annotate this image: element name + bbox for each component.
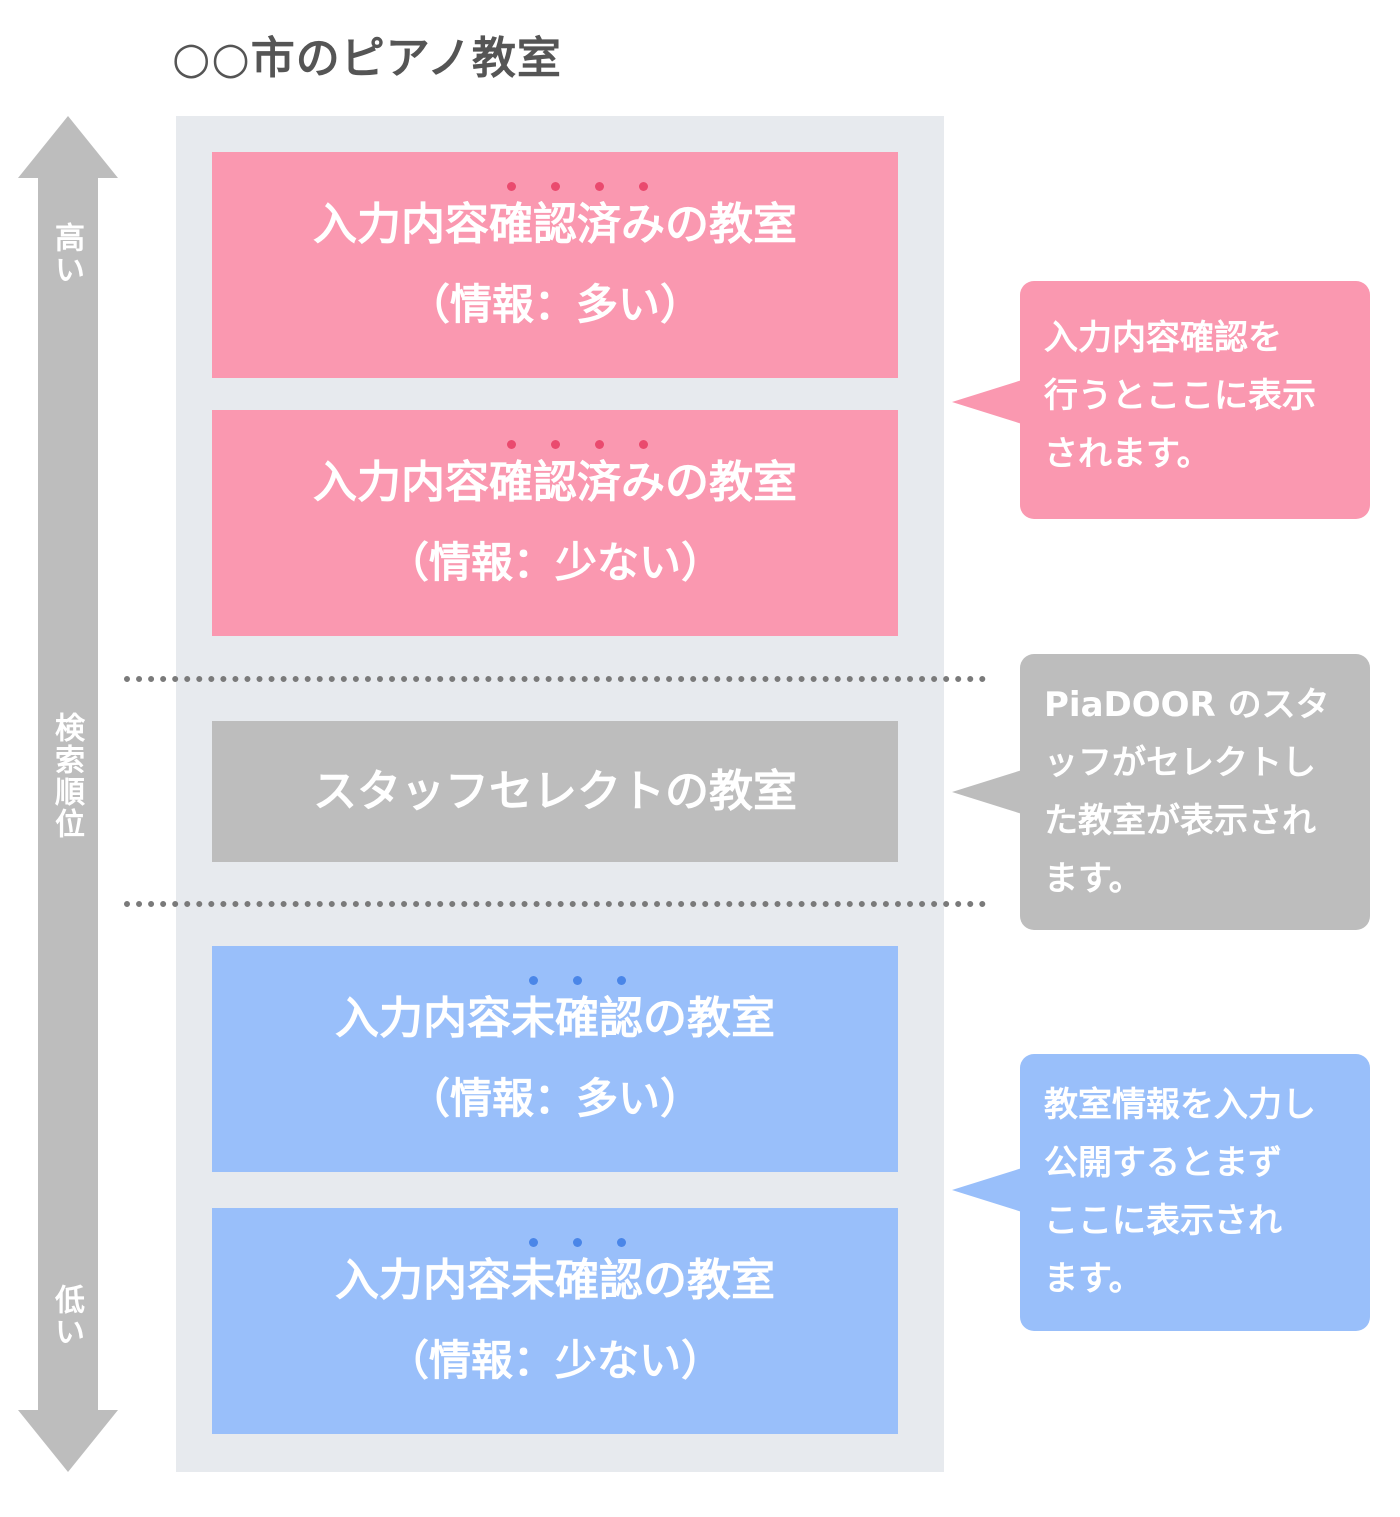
callout-tail-gray	[952, 770, 1022, 814]
axis-label-high: 高い	[49, 222, 84, 286]
box-heading: 入力内容確認済みの教室	[313, 440, 797, 512]
box-heading: 入力内容未確認の教室	[335, 1238, 775, 1310]
box-heading: 入力内容未確認の教室	[335, 976, 775, 1048]
callout-line: ます。	[1044, 1259, 1143, 1299]
callout-line: ッフがセレクトし	[1044, 743, 1316, 783]
page-title: ○○市のピアノ教室	[172, 33, 562, 84]
box-subheading: （情報：多い）	[407, 280, 702, 329]
box-subheading: （情報：多い）	[407, 1074, 702, 1123]
box-subheading: （情報：少ない）	[386, 1336, 723, 1385]
callout-confirmed: 入力内容確認を 行うとここに表示 されます。	[1020, 281, 1370, 519]
ranking-axis-arrow	[18, 116, 118, 1472]
callout-line: 教室情報を入力し	[1044, 1085, 1316, 1125]
result-box-unconfirmed-sparse: 入力内容未確認の教室 （情報：少ない）	[212, 1208, 898, 1434]
callout-tail-blue	[952, 1168, 1022, 1212]
callout-line: PiaDOOR のスタ	[1044, 685, 1330, 725]
box-subheading: （情報：少ない）	[386, 538, 723, 587]
result-box-unconfirmed-rich: 入力内容未確認の教室 （情報：多い）	[212, 946, 898, 1172]
axis-label-low: 低い	[49, 1284, 84, 1348]
callout-line: ます。	[1044, 859, 1143, 899]
divider-upper	[124, 676, 986, 682]
callout-line: た教室が表示され	[1044, 801, 1316, 841]
callout-line: されます。	[1044, 434, 1211, 474]
callout-unconfirmed: 教室情報を入力し 公開するとまず ここに表示され ます。	[1020, 1054, 1370, 1331]
callout-line: 行うとここに表示	[1044, 376, 1316, 416]
axis-label-ranking: 検索順位	[49, 712, 84, 840]
box-heading: スタッフセレクトの教室	[313, 765, 797, 817]
result-box-confirmed-sparse: 入力内容確認済みの教室 （情報：少ない）	[212, 410, 898, 636]
callout-line: 公開するとまず	[1044, 1143, 1282, 1183]
result-box-confirmed-rich: 入力内容確認済みの教室 （情報：多い）	[212, 152, 898, 378]
box-heading: 入力内容確認済みの教室	[313, 182, 797, 254]
callout-line: ここに表示され	[1044, 1201, 1282, 1241]
divider-lower	[124, 901, 986, 907]
result-box-staff-select: スタッフセレクトの教室	[212, 721, 898, 862]
callout-staff-select: PiaDOOR のスタ ッフがセレクトし た教室が表示され ます。	[1020, 654, 1370, 930]
callout-line: 入力内容確認を	[1044, 318, 1282, 358]
callout-tail-pink	[952, 380, 1022, 424]
